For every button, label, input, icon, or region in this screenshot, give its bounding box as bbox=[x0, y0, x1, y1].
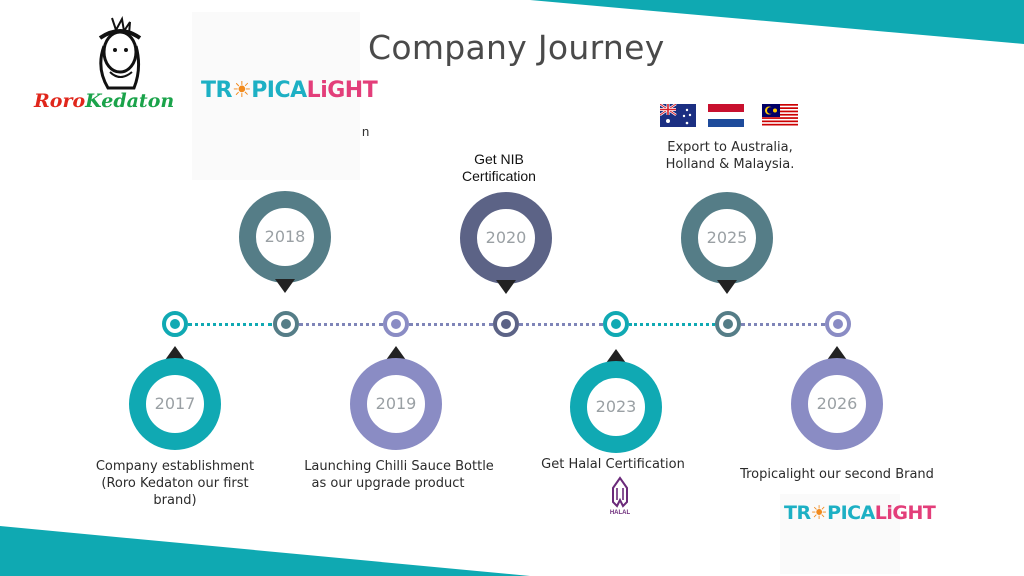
milestone-pin-2019: 2019 bbox=[350, 346, 446, 450]
caption-2025: Export to Australia, Holland & Malaysia. bbox=[665, 140, 795, 172]
timeline-node-2023 bbox=[603, 311, 629, 337]
milestone-pin-2025: 2025 bbox=[681, 192, 777, 294]
malaysia-flag bbox=[762, 104, 798, 127]
timeline-segment bbox=[409, 323, 493, 326]
timeline-node-2018 bbox=[273, 311, 299, 337]
page-title: Company Journey bbox=[368, 28, 665, 67]
timeline-node-2025 bbox=[715, 311, 741, 337]
timeline-segment bbox=[188, 323, 272, 326]
pin-pointer bbox=[606, 349, 626, 363]
timeline-node-2026 bbox=[825, 311, 851, 337]
pin-pointer bbox=[165, 346, 185, 360]
milestone-year: 2020 bbox=[485, 228, 527, 247]
timeline-segment bbox=[629, 323, 715, 326]
timeline-segment bbox=[299, 323, 383, 326]
halal-logo-icon: HALAL bbox=[610, 476, 631, 516]
caption-2019: Launching Chilli Sauce Bottle as our upg… bbox=[304, 459, 494, 491]
pin-pointer bbox=[717, 280, 737, 294]
sun-o-icon: ☀ bbox=[810, 502, 828, 524]
pin-pointer bbox=[496, 280, 516, 294]
pin-pointer bbox=[827, 346, 847, 360]
australia-flag bbox=[660, 104, 696, 127]
milestone-year: 2023 bbox=[595, 397, 637, 416]
tropicalight-logo-panel bbox=[192, 12, 360, 180]
milestone-year: 2026 bbox=[816, 394, 858, 413]
milestone-pin-2026: 2026 bbox=[791, 346, 887, 450]
timeline-segment bbox=[741, 323, 825, 326]
caption-2026: Tropicalight our second Brand bbox=[740, 467, 934, 482]
caption-2020: Get NIB Certification bbox=[462, 151, 536, 184]
milestone-pin-2017: 2017 bbox=[129, 346, 225, 450]
tropicalight-small-logo-panel bbox=[780, 494, 900, 574]
netherlands-flag bbox=[708, 104, 744, 127]
halal-label: HALAL bbox=[610, 510, 631, 516]
milestone-pin-2020: 2020 bbox=[460, 192, 556, 294]
milestone-year: 2018 bbox=[264, 227, 306, 246]
timeline-node-2019 bbox=[383, 311, 409, 337]
timeline-node-2017 bbox=[162, 311, 188, 337]
timeline-segment bbox=[519, 323, 603, 326]
milestone-pin-2023: 2023 bbox=[570, 349, 666, 453]
stray-text: n bbox=[362, 124, 370, 139]
pin-pointer bbox=[275, 279, 295, 293]
roro-kedaton-logo: RoroKedaton bbox=[30, 16, 190, 116]
caption-2023: Get Halal Certification bbox=[541, 457, 685, 472]
dancer-illustration-icon bbox=[98, 16, 142, 90]
milestone-pin-2018: 2018 bbox=[239, 191, 335, 293]
tropicalight-small-logo: TR☀PICALiGHT bbox=[784, 502, 936, 524]
timeline-node-2020 bbox=[493, 311, 519, 337]
caption-2017: Company establishment (Roro Kedaton our … bbox=[95, 459, 255, 508]
milestone-year: 2019 bbox=[375, 394, 417, 413]
milestone-year: 2017 bbox=[154, 394, 196, 413]
tropicalight-logo: TR☀PICALiGHT bbox=[201, 78, 378, 103]
sun-o-icon: ☀ bbox=[231, 78, 252, 103]
milestone-year: 2025 bbox=[706, 228, 748, 247]
roro-kedaton-wordmark: RoroKedaton bbox=[34, 90, 175, 112]
pin-pointer bbox=[386, 346, 406, 360]
